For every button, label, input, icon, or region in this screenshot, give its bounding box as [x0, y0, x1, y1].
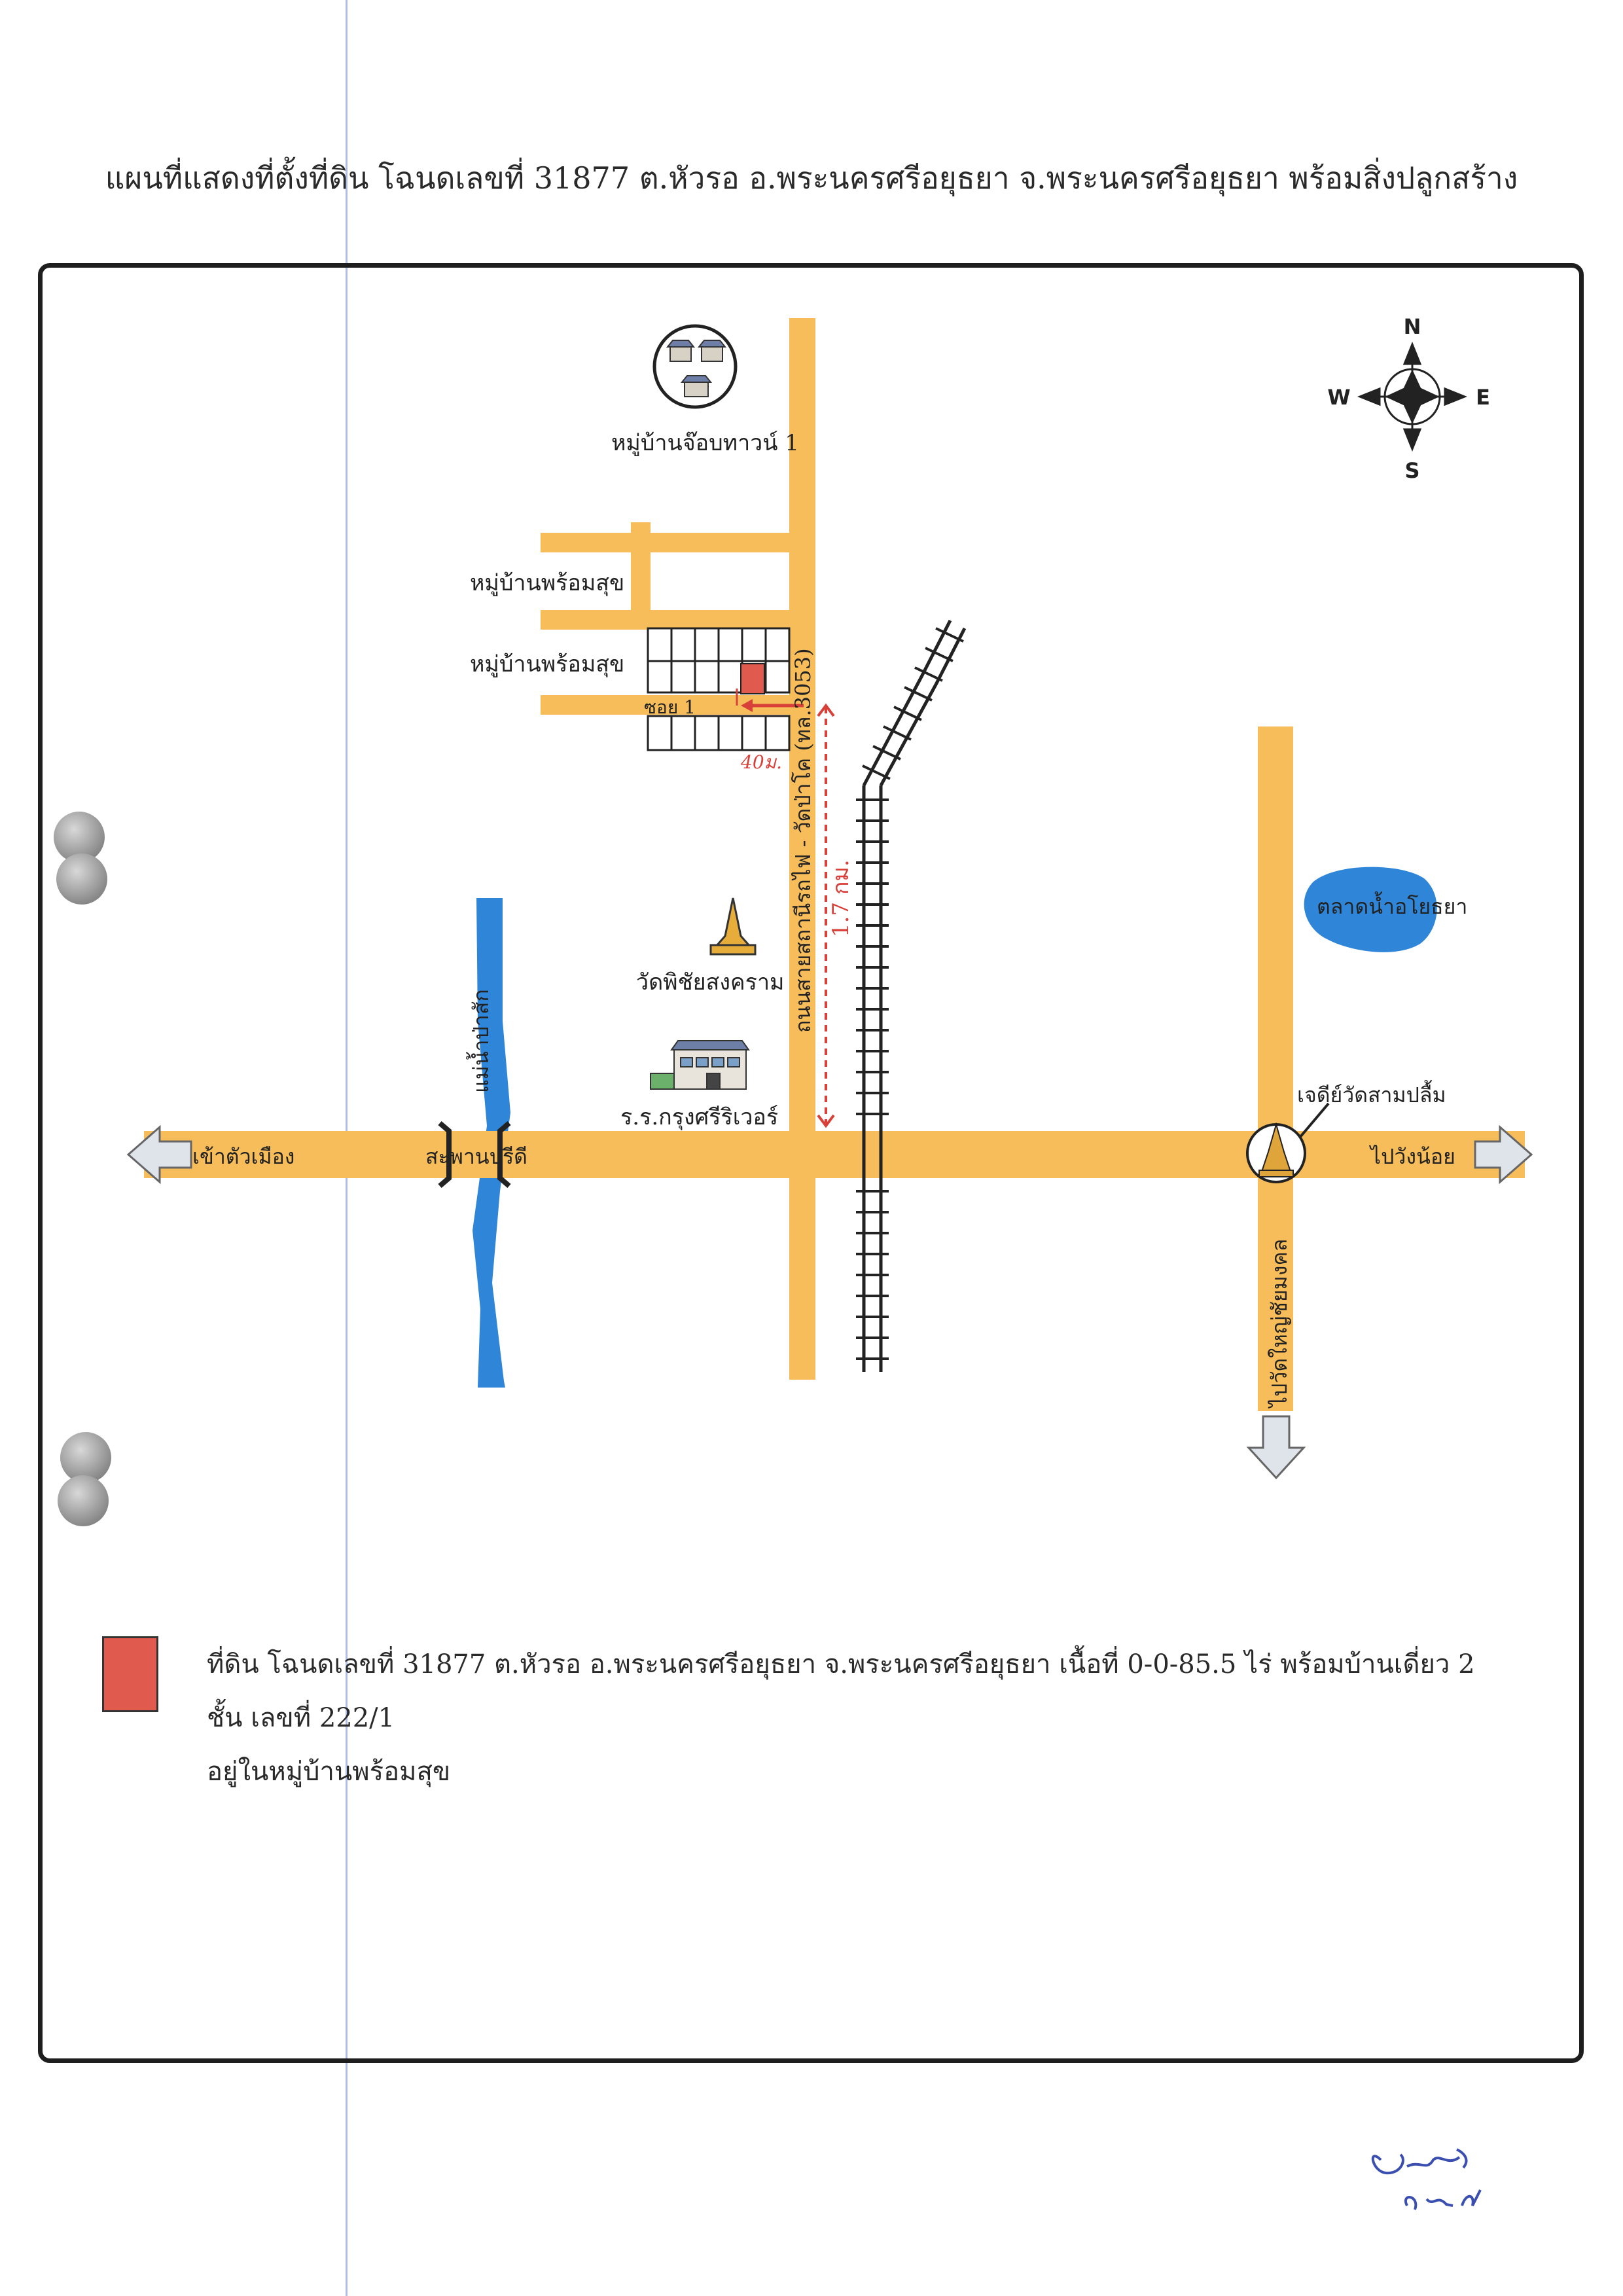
legend-text: ที่ดิน โฉนดเลขที่ 31877 ต.หัวรอ อ.พระนคร… — [207, 1638, 1516, 1799]
label-soi: ซอย 1 — [644, 696, 696, 718]
village-road-1 — [541, 533, 789, 552]
village-road-2 — [541, 610, 789, 630]
legend-line-1: ที่ดิน โฉนดเลขที่ 31877 ต.หัวรอ อ.พระนคร… — [207, 1649, 1475, 1733]
compass-south-label: S — [1404, 458, 1419, 483]
compass-east-label: E — [1476, 385, 1490, 410]
label-village-promsuk-2: หมู่บ้านพร้อมสุข — [470, 651, 624, 677]
legend-plot-swatch — [102, 1636, 158, 1712]
arrow-to-city — [126, 1124, 192, 1185]
label-village-promsuk-1: หมู่บ้านพร้อมสุข — [470, 570, 624, 596]
label-river: แม่น้ำป่าสัก — [466, 989, 493, 1093]
village-connector — [631, 522, 651, 630]
label-road-name: ถนนสายสถานีรถไฟ - วัดป่าโค (ทล.3053) — [791, 648, 815, 1033]
map-frame — [38, 263, 1584, 2063]
chedi-pointer — [1298, 1102, 1330, 1139]
compass-rose-icon — [1357, 341, 1468, 452]
compass-west-label: W — [1327, 385, 1350, 410]
temple-icon — [709, 897, 757, 956]
label-to-city: เข้าตัวเมือง — [192, 1144, 294, 1169]
label-to-wang-noi: ไปวังน้อย — [1368, 1144, 1455, 1169]
label-market: ตลาดน้ำอโยธยา — [1317, 891, 1467, 919]
station-road — [789, 318, 815, 1380]
punch-hole — [56, 853, 107, 905]
east-road — [1258, 726, 1293, 1411]
punch-hole — [58, 1475, 109, 1526]
label-distance-17km: 1.7 กม. — [828, 859, 854, 937]
label-to-wat-yai: ไปวัดใหญ่ชัยมงคล — [1267, 1239, 1292, 1409]
arrow-to-wat-yai — [1246, 1415, 1306, 1480]
village-icon — [652, 324, 738, 409]
compass-north-label: N — [1404, 314, 1421, 339]
label-distance-40m: 40ม. — [740, 751, 782, 773]
bridge-symbol — [438, 1121, 511, 1189]
legend-line-2: อยู่ในหมู่บ้านพร้อมสุข — [207, 1757, 451, 1787]
chedi-icon — [1246, 1122, 1306, 1183]
label-bridge: สะพานปรีดี — [425, 1144, 527, 1169]
punch-hole — [60, 1432, 111, 1483]
subject-plot — [740, 663, 765, 694]
label-school: ร.ร.กรุงศรีริเวอร์ — [620, 1104, 778, 1130]
market-pond-shape — [1304, 867, 1437, 952]
page-title: แผนที่แสดงที่ตั้งที่ดิน โฉนดเลขที่ 31877… — [105, 160, 1518, 196]
railway — [856, 619, 967, 1372]
label-village-jobtown: หมู่บ้านจ๊อบทาวน์ 1 — [611, 430, 799, 456]
label-temple: วัดพิชัยสงคราม — [636, 969, 784, 996]
plot-grid — [647, 627, 791, 751]
arrow-to-wang-noi — [1474, 1124, 1533, 1185]
school-icon — [650, 1040, 750, 1090]
label-chedi: เจดีย์วัดสามปลื้ม — [1297, 1080, 1446, 1107]
